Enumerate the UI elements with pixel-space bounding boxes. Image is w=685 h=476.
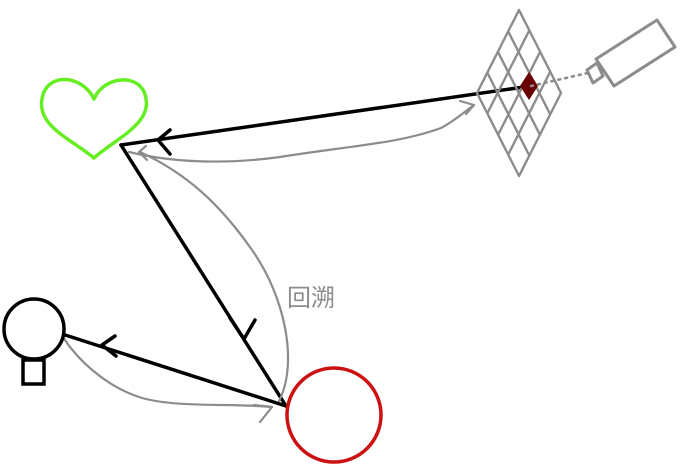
- backtrack-middle-arrow: [137, 144, 149, 162]
- left-node-edge-arrow-left: [100, 334, 118, 358]
- red-circle-shape: [285, 366, 383, 464]
- device-shape: [585, 18, 677, 88]
- heart-edge-arrow-left: [156, 128, 172, 156]
- red-circle-node: [285, 366, 383, 464]
- backtrack-middle-curve: [138, 150, 290, 403]
- left-node-base: [21, 358, 46, 386]
- ray-and-device: [529, 18, 677, 88]
- heart-edge-arrow-down: [228, 316, 257, 341]
- heart-to-red-circle-edge: [119, 143, 288, 408]
- backtrack-bottom-curve: [61, 335, 274, 409]
- red-circle-to-left-node-edge: [60, 332, 288, 408]
- heart-node: [39, 77, 149, 160]
- left-node: [2, 297, 66, 386]
- backtrack-label: 回溯: [287, 284, 335, 312]
- heart-shape: [39, 77, 149, 160]
- backtrack-top-arrow: [458, 99, 476, 116]
- lattice-node: [475, 8, 563, 178]
- backtrack-bottom-arrow: [252, 403, 274, 424]
- lattice-highlight-diamond: [520, 72, 538, 100]
- main-edges: [60, 84, 533, 408]
- left-node-circle: [2, 297, 66, 361]
- backtrack-top-curve: [127, 103, 476, 163]
- heart-to-lattice-edge: [119, 84, 533, 147]
- backtrack-curves: [61, 99, 476, 424]
- dotted-beam: [529, 70, 594, 88]
